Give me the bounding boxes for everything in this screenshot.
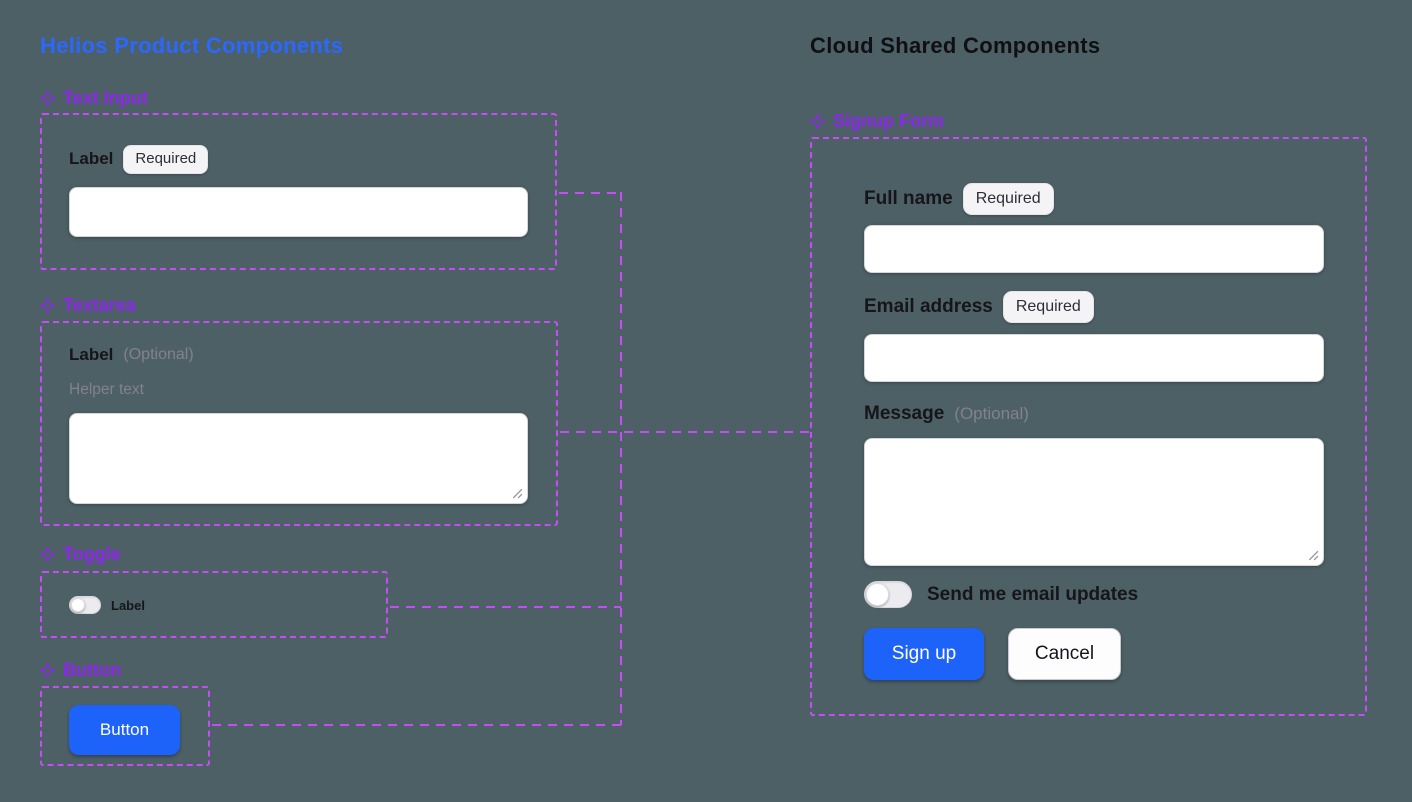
optional-hint: (Optional) — [954, 404, 1029, 423]
component-name: Button — [63, 660, 121, 680]
component-diamond-icon — [810, 114, 825, 129]
signup-form-frame: Full name Required Email address Require… — [810, 137, 1367, 716]
message-input[interactable] — [865, 439, 1323, 565]
resize-grip-icon[interactable] — [1306, 548, 1319, 561]
required-badge: Required — [962, 183, 1054, 215]
toggle-knob — [866, 583, 889, 606]
primary-button[interactable]: Button — [69, 705, 180, 755]
connector-button — [212, 724, 621, 726]
sign-up-button[interactable]: Sign up — [864, 628, 984, 680]
component-diamond-icon — [40, 91, 55, 106]
toggle-row: Label — [69, 596, 145, 614]
component-label-button: Button — [40, 660, 121, 681]
component-name: Toggle — [63, 544, 121, 564]
email-updates-toggle[interactable] — [864, 581, 912, 608]
field-label: Label — [69, 149, 114, 169]
component-name: Text Input — [63, 88, 148, 108]
component-diamond-icon — [40, 663, 55, 678]
component-name: Textarea — [63, 295, 136, 315]
textarea-field[interactable] — [69, 413, 528, 504]
component-diamond-icon — [40, 547, 55, 562]
textarea-component-frame: Label (Optional) Helper text — [40, 321, 558, 526]
required-badge: Required — [123, 145, 209, 174]
email-input[interactable] — [864, 334, 1324, 382]
component-label-textarea: Textarea — [40, 295, 136, 316]
component-label-toggle: Toggle — [40, 544, 121, 565]
connector-toggle — [390, 606, 621, 608]
email-updates-label: Send me email updates — [927, 583, 1139, 605]
component-label-signup-form: Signup Form — [810, 111, 944, 132]
full-name-input[interactable] — [864, 225, 1324, 273]
component-diamond-icon — [40, 298, 55, 313]
field-label: Label — [69, 345, 114, 364]
connector-textarea-to-signup — [560, 431, 810, 433]
email-label: Email address — [864, 296, 993, 317]
helper-text: Helper text — [69, 381, 144, 398]
cloud-section-title: Cloud Shared Components — [810, 33, 1101, 58]
toggle-knob — [71, 598, 85, 612]
text-input-component-frame: Label Required — [40, 113, 557, 270]
toggle-switch[interactable] — [69, 596, 101, 614]
component-name: Signup Form — [833, 111, 944, 131]
connector-trunk — [620, 192, 622, 725]
button-component-frame: Button — [40, 686, 210, 766]
email-updates-toggle-row: Send me email updates — [864, 581, 1138, 608]
toggle-label: Label — [111, 597, 145, 613]
full-name-label-row: Full name Required — [864, 183, 1054, 215]
message-textarea[interactable] — [864, 438, 1324, 566]
email-label-row: Email address Required — [864, 291, 1094, 323]
field-label-row: Label (Optional) — [69, 345, 194, 365]
component-label-text-input: Text Input — [40, 88, 148, 109]
field-label-row: Label Required — [69, 145, 209, 174]
cancel-button[interactable]: Cancel — [1008, 628, 1121, 680]
toggle-component-frame: Label — [40, 571, 388, 638]
connector-text-input — [559, 192, 621, 194]
text-input-field[interactable] — [69, 187, 528, 237]
required-badge: Required — [1002, 291, 1094, 323]
message-label: Message — [864, 403, 945, 424]
full-name-label: Full name — [864, 188, 953, 209]
message-label-row: Message (Optional) — [864, 403, 1029, 425]
helios-section-title: Helios Product Components — [40, 33, 344, 58]
resize-grip-icon[interactable] — [510, 486, 523, 499]
textarea-input[interactable] — [70, 414, 527, 503]
optional-hint: (Optional) — [123, 346, 194, 363]
